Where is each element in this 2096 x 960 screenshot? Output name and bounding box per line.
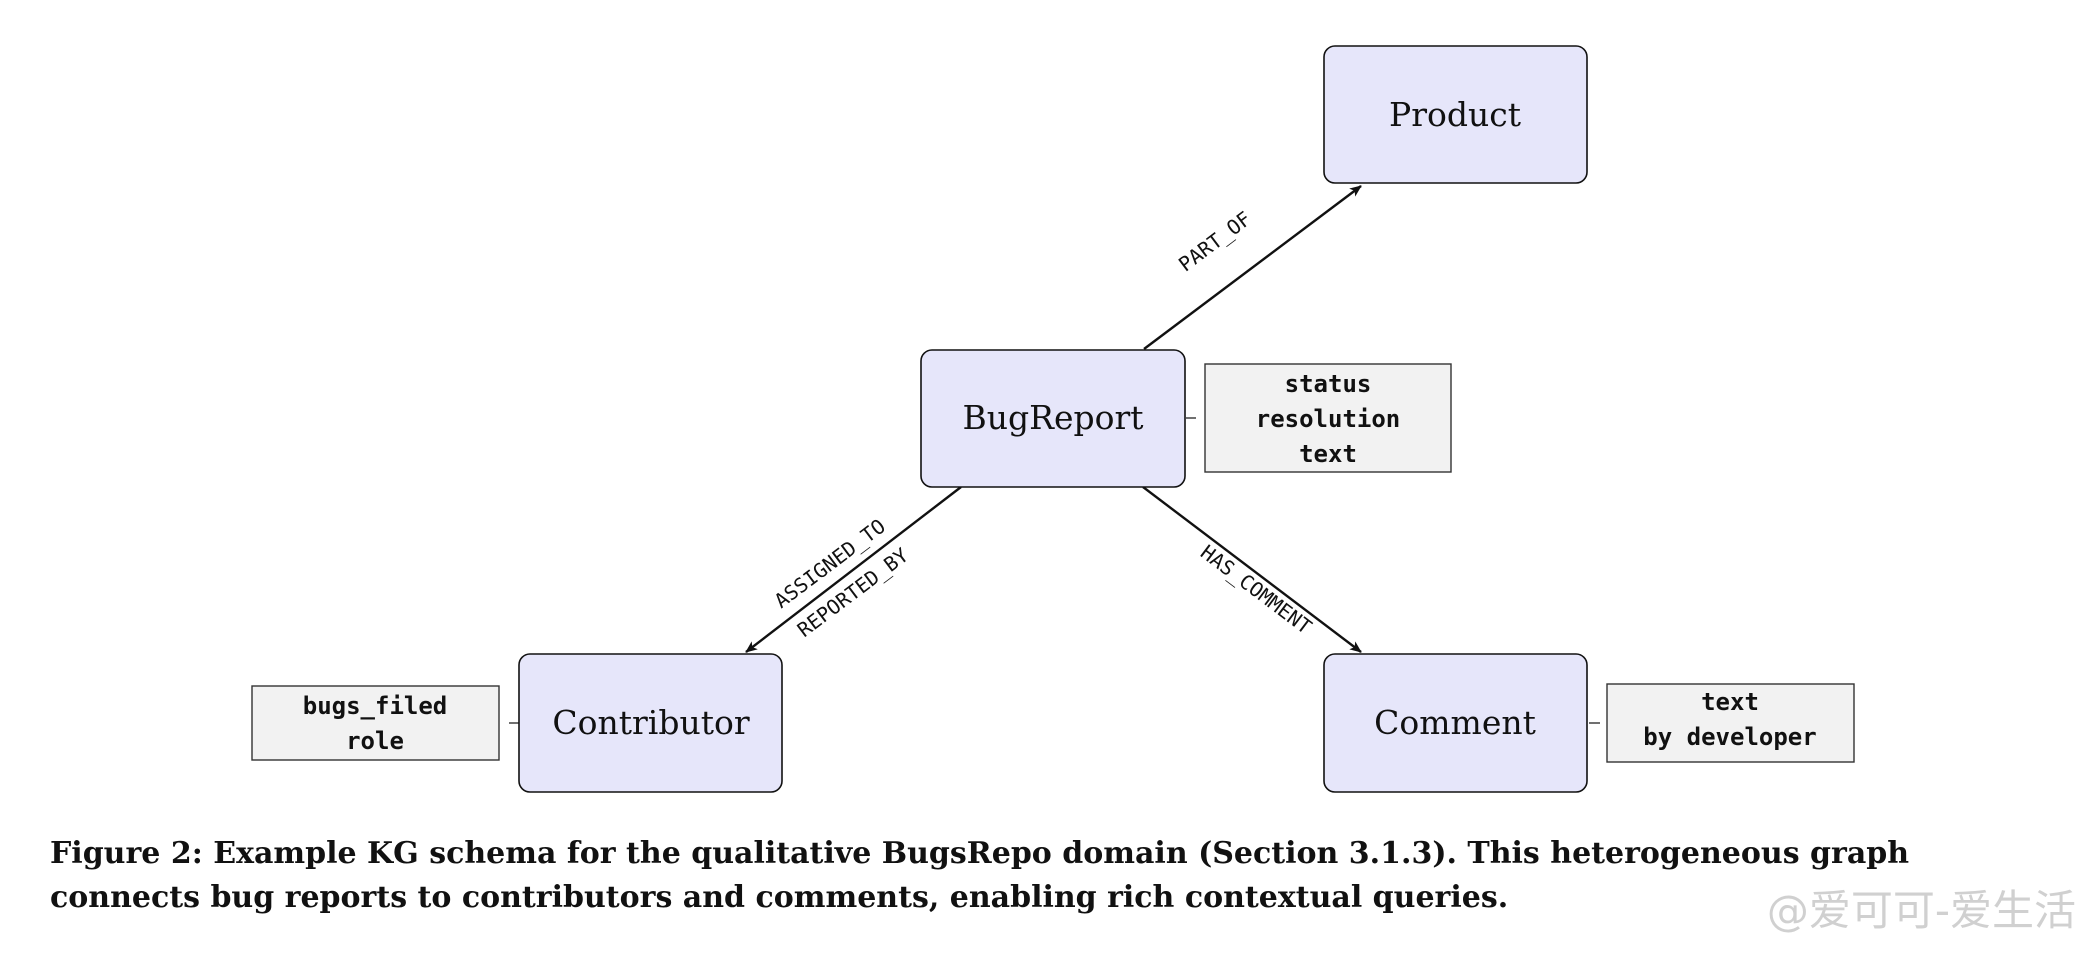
attribute-text: text [1299, 440, 1357, 468]
edge-assigned-to [745, 486, 962, 653]
edge-label-part-of: PART_OF [1174, 206, 1256, 276]
figure-caption: Figure 2: Example KG schema for the qual… [50, 836, 1910, 915]
attributes-comment: text by developer [1606, 683, 1855, 763]
node-comment: Comment [1323, 653, 1588, 793]
attribute-status: status [1285, 370, 1372, 398]
node-label-bugreport: BugReport [962, 398, 1143, 437]
node-label-comment: Comment [1374, 703, 1536, 742]
attribute-bugs-filed: bugs_filed [303, 692, 448, 720]
node-product: Product [1323, 45, 1588, 184]
node-contributor: Contributor [518, 653, 783, 793]
attributes-bugreport: status resolution text [1204, 363, 1452, 473]
node-label-contributor: Contributor [552, 703, 749, 742]
attribute-by-developer: by developer [1643, 723, 1816, 751]
node-label-product: Product [1389, 95, 1521, 134]
node-bugreport: BugReport [920, 349, 1186, 488]
edge-has-comment [1142, 486, 1362, 653]
attribute-resolution: resolution [1256, 405, 1401, 433]
watermark: @爱可可-爱生活 [1766, 886, 2076, 935]
edge-part-of [1143, 185, 1362, 350]
attributes-contributor: bugs_filed role [251, 685, 500, 761]
attribute-comment-text: text [1701, 688, 1759, 716]
edge-label-has-comment: HAS_COMMENT [1196, 540, 1316, 639]
attribute-role: role [346, 727, 404, 755]
